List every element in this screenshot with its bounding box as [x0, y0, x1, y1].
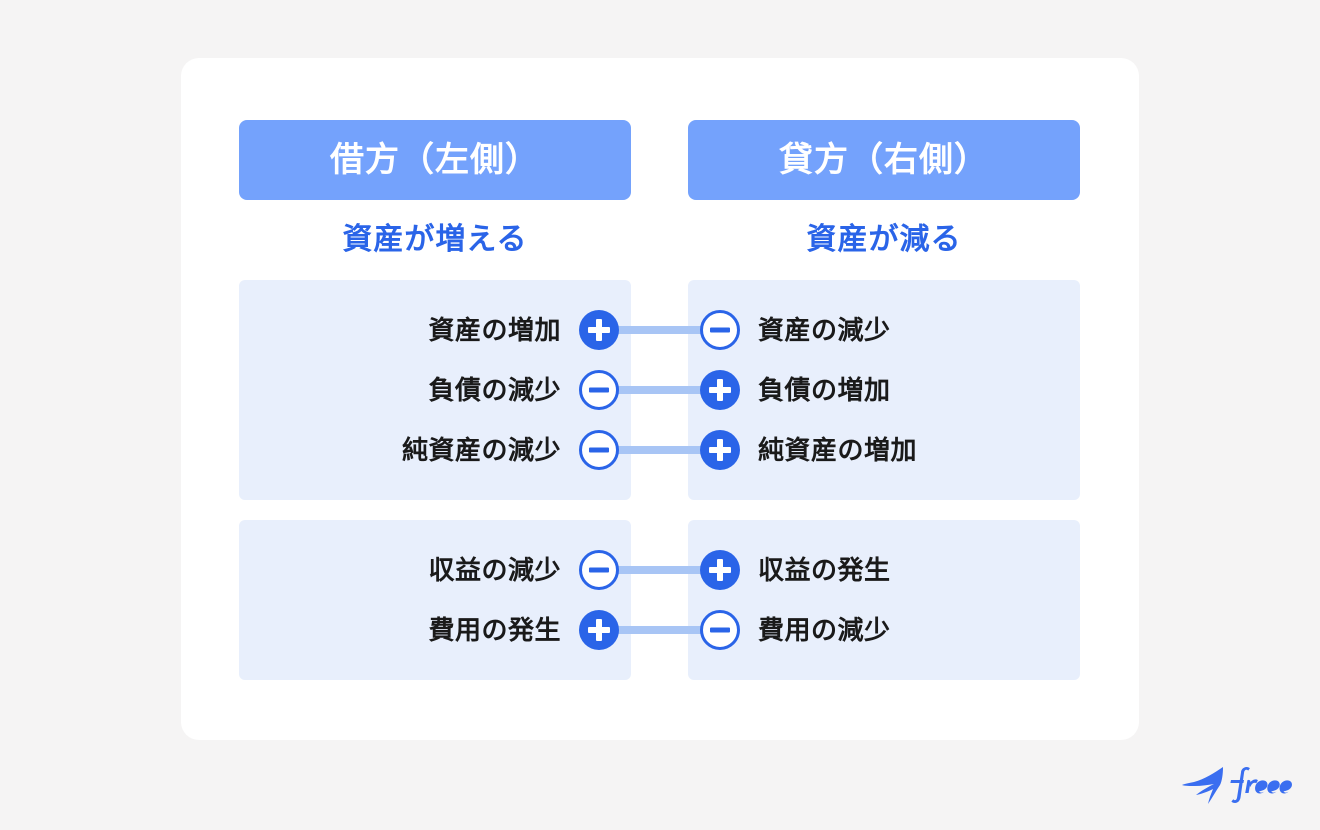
table-row: 資産の減少 — [688, 300, 1080, 360]
content-card: 借方（左側） 資産が増える 資産の増加 負債の減少 — [181, 58, 1139, 740]
table-row: 負債の増加 — [688, 360, 1080, 420]
debit-credit-columns: 借方（左側） 資産が増える 資産の増加 負債の減少 — [239, 120, 1080, 680]
column-debit: 借方（左側） 資産が増える 資産の増加 負債の減少 — [239, 120, 631, 680]
row-label: 純資産の減少 — [401, 435, 561, 465]
row-label: 収益の発生 — [758, 555, 891, 585]
freee-logo — [1181, 758, 1299, 810]
minus-icon — [579, 370, 619, 410]
connector-line — [600, 326, 719, 334]
plus-icon — [579, 310, 619, 350]
column-credit: 貸方（右側） 資産が減る 資産の減少 — [688, 120, 1080, 680]
table-row: 費用の減少 — [688, 600, 1080, 660]
row-label: 費用の発生 — [428, 615, 561, 645]
connector-line — [600, 626, 719, 634]
connector-line — [600, 566, 719, 574]
table-row: 純資産の増加 — [688, 420, 1080, 480]
connector-line — [600, 386, 719, 394]
plus-icon — [579, 610, 619, 650]
minus-icon — [579, 430, 619, 470]
panel-credit-balance-sheet: 資産の減少 負債の増加 純資産の増加 — [688, 280, 1080, 500]
swallow-bird-icon — [1182, 767, 1223, 804]
column-subtitle-credit-label: 資産が減る — [806, 223, 962, 256]
row-label: 資産の増加 — [428, 315, 561, 345]
table-row: 費用の発生 — [239, 600, 631, 660]
plus-icon — [700, 430, 740, 470]
row-label: 費用の減少 — [758, 615, 891, 645]
panel-debit-balance-sheet: 資産の増加 負債の減少 純資産の減少 — [239, 280, 631, 500]
table-row: 収益の発生 — [688, 540, 1080, 600]
table-row: 純資産の減少 — [239, 420, 631, 480]
table-row: 収益の減少 — [239, 540, 631, 600]
column-header-debit-label: 借方（左側） — [330, 141, 540, 179]
plus-icon — [700, 550, 740, 590]
column-subtitle-debit-label: 資産が増える — [342, 223, 528, 256]
minus-icon — [579, 550, 619, 590]
column-subtitle-debit: 資産が増える — [239, 200, 631, 280]
column-header-credit: 貸方（右側） — [688, 120, 1080, 200]
row-label: 負債の増加 — [758, 375, 891, 405]
connector-line — [600, 446, 719, 454]
row-label: 資産の減少 — [758, 315, 891, 345]
table-row: 資産の増加 — [239, 300, 631, 360]
row-label: 純資産の増加 — [758, 435, 918, 465]
row-label: 負債の減少 — [428, 375, 561, 405]
panel-debit-profit-loss: 収益の減少 費用の発生 — [239, 520, 631, 680]
freee-logo-svg — [1182, 767, 1292, 804]
column-header-debit: 借方（左側） — [239, 120, 631, 200]
row-label: 収益の減少 — [428, 555, 561, 585]
column-header-credit-label: 貸方（右側） — [779, 141, 989, 179]
plus-icon — [700, 370, 740, 410]
minus-icon — [700, 310, 740, 350]
column-subtitle-credit: 資産が減る — [688, 200, 1080, 280]
minus-icon — [700, 610, 740, 650]
table-row: 負債の減少 — [239, 360, 631, 420]
panel-credit-profit-loss: 収益の発生 費用の減少 — [688, 520, 1080, 680]
